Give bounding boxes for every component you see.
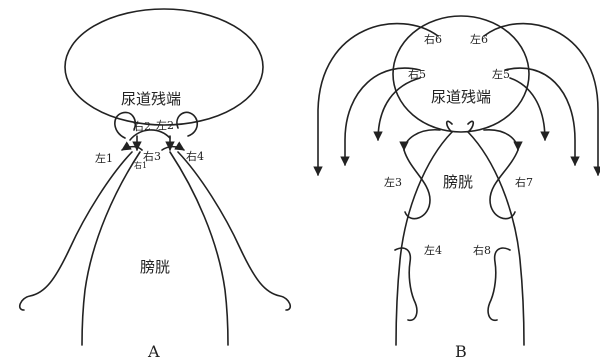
panel-b-second-right-arc — [505, 68, 575, 165]
panel-a: 尿道残端 左1 右2 左2 右3 右1 右4 膀胱 A — [20, 9, 291, 361]
panel-b-label-right6: 右6 — [424, 32, 442, 46]
panel-b-bladder-label: 膀胱 — [443, 173, 473, 191]
panel-b: 尿道残端 右6 左6 右5 左5 左3 右7 左4 右8 — [318, 16, 598, 361]
panel-b-label-left5: 左5 — [492, 68, 510, 81]
panel-a-label-right4: 右4 — [186, 149, 204, 163]
panel-b-outer-right-arc — [484, 24, 598, 175]
panel-b-urethra-label: 尿道残端 — [431, 88, 491, 106]
panel-a-label-right1: 右1 — [134, 160, 147, 170]
panel-a-stitch-left-arrow — [122, 147, 142, 150]
panel-b-label-right5: 右5 — [408, 67, 426, 81]
panel-a-right-outer-thread — [178, 152, 290, 310]
panel-b-label-left6: 左6 — [470, 33, 488, 46]
panel-a-label-right2: 右2 — [133, 119, 151, 133]
panel-a-label-left2: 左2 — [156, 119, 174, 132]
panel-a-right-inner-thread — [170, 152, 228, 345]
panel-b-caption: B — [455, 342, 467, 361]
panel-b-inner-right-arc — [484, 130, 518, 150]
panel-b-center-loop-right — [468, 121, 473, 132]
panel-b-right7-loop — [490, 150, 518, 219]
panel-b-label-right8: 右8 — [473, 243, 491, 257]
panel-b-trunk-left — [396, 132, 452, 345]
panel-a-label-left1: 左1 — [95, 152, 113, 165]
panel-a-stitch-right-arrow — [162, 147, 184, 150]
panel-b-label-left3: 左3 — [384, 176, 402, 189]
panel-a-left-inner-thread — [82, 152, 140, 345]
panel-b-third-left-arc — [378, 78, 420, 140]
panel-b-label-right7: 右7 — [515, 175, 533, 189]
panel-b-right8-stitch — [488, 248, 510, 320]
panel-b-trunk-right — [468, 132, 524, 345]
panel-a-urethra-label: 尿道残端 — [121, 90, 181, 108]
panel-b-outer-left-arc — [318, 24, 438, 175]
panel-a-left-outer-thread — [20, 152, 132, 310]
panel-a-caption: A — [147, 342, 160, 361]
panel-b-left3-loop — [404, 150, 430, 219]
panel-a-bladder-label: 膀胱 — [140, 258, 170, 276]
panel-b-label-left4: 左4 — [424, 244, 442, 257]
panel-b-inner-left-arc — [404, 130, 440, 150]
